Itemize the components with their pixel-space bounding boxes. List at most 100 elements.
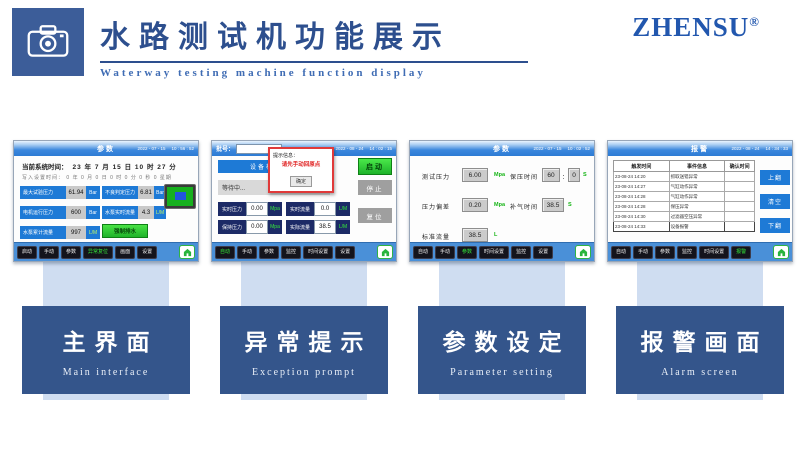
batch-label: 批号： <box>216 147 235 153</box>
sys-time-label: 当前系统时间： <box>22 164 68 171</box>
monitor-preview <box>164 184 196 209</box>
force-drain-button[interactable]: 强制排水 <box>102 224 148 238</box>
field-motor-pressure: 电机运行压力 600 Bar <box>20 206 100 219</box>
home-button[interactable] <box>773 245 789 259</box>
hmi-date: 2022 - 08 - 24 <box>731 146 760 151</box>
alarm-table-header: 触发时间 事件信息 确认时间 <box>613 160 755 172</box>
param-pressure-dev-input[interactable]: 0.20 <box>462 198 488 212</box>
hmi-title: 报警 <box>691 145 709 153</box>
hmi-title: 参数 <box>97 145 115 153</box>
label-card-params: 参数设定 Parameter setting <box>418 306 586 394</box>
card-title-cn: 参数设定 <box>442 329 571 355</box>
nav-auto-button[interactable]: 自动 <box>611 245 632 259</box>
exception-popup: 提示信息： 请先手动回原点 确定 <box>268 147 334 193</box>
alarm-row[interactable]: 23-08-24 14:28 气缸动作异常 <box>613 191 755 202</box>
param-hold-time-input2[interactable]: 0 <box>568 168 580 182</box>
reset-button[interactable]: 复位 <box>358 208 392 223</box>
param-air-time-unit: S <box>568 202 572 208</box>
param-pressure-dev-unit: Mpa <box>494 202 505 208</box>
camera-logo-box <box>12 8 84 76</box>
home-button[interactable] <box>575 245 591 259</box>
hmi-screenshot-exception: 批号： 2022 - 08 - 24 14 : 02 : 15 设备检测状态 启… <box>211 140 397 262</box>
nav-settings-button[interactable]: 设置 <box>533 245 554 259</box>
param-test-pressure-input[interactable]: 6.00 <box>462 168 488 182</box>
nav-monitor-button[interactable]: 监控 <box>677 245 698 259</box>
alarm-row[interactable]: 23-08-24 14:27 气缸动作异常 <box>613 181 755 192</box>
nav-start-button[interactable]: 启动 <box>17 245 38 259</box>
nav-settings-button[interactable]: 设置 <box>335 245 356 259</box>
nav-manual-button[interactable]: 手动 <box>435 245 456 259</box>
column-main-interface: 参数 2022 - 07 - 15 10 : 56 : 52 当前系统时间： 2… <box>13 140 199 402</box>
nav-monitor-button[interactable]: 监控 <box>511 245 532 259</box>
home-icon <box>183 248 191 256</box>
nav-params-button[interactable]: 参数 <box>259 245 280 259</box>
param-std-flow-input[interactable]: 38.5 <box>462 228 488 242</box>
sys-time-value: 23 年 7 月 15 日 10 时 27 分 <box>72 164 177 171</box>
nav-params-button[interactable]: 参数 <box>655 245 676 259</box>
card-title-en: Main interface <box>62 366 150 378</box>
param-test-pressure-label: 测试压力 <box>422 175 451 181</box>
home-button[interactable] <box>377 245 393 259</box>
nav-manual-button[interactable]: 手动 <box>633 245 654 259</box>
nav-monitor-button[interactable]: 监控 <box>281 245 302 259</box>
hmi-navbar: 自动 手动 参数 监控 时间设置 设置 <box>212 242 396 261</box>
nav-alarm-button[interactable]: 报警 <box>731 245 752 259</box>
card-title-cn: 主界面 <box>62 329 159 355</box>
hmi-titlebar: 报警 2022 - 08 - 24 14 : 34 : 33 <box>608 141 792 156</box>
param-air-time-input[interactable]: 38.5 <box>542 198 564 212</box>
field-pump-total: 水泵累计流量 997 L/M <box>20 226 100 239</box>
label-card-exception: 异常提示 Exception prompt <box>220 306 388 394</box>
nav-reset-button[interactable]: 异常复位 <box>83 245 114 259</box>
nav-time-setting-button[interactable]: 时间设置 <box>699 245 730 259</box>
param-hold-time-input[interactable]: 60 <box>542 168 560 182</box>
home-button[interactable] <box>179 245 195 259</box>
hmi-screenshot-alarm: 报警 2022 - 08 - 24 14 : 34 : 33 触发时间 事件信息… <box>607 140 793 262</box>
card-title-cn: 报警画面 <box>640 329 769 355</box>
param-hold-time-unit: S <box>583 172 587 178</box>
label-card-alarm: 报警画面 Alarm screen <box>616 306 784 394</box>
nav-settings-button[interactable]: 设置 <box>137 245 158 259</box>
card-title-en: Exception prompt <box>252 366 356 378</box>
field-max-test-pressure: 最大试验压力 61.94 Bar <box>20 186 100 199</box>
nav-manual-button[interactable]: 手动 <box>39 245 60 259</box>
hmi-navbar: 启动 手动 参数 异常复位 画面 设置 <box>14 242 198 261</box>
brand-logo: ZHENSU® <box>632 12 760 42</box>
page-up-button[interactable]: 上翻 <box>760 170 790 185</box>
hmi-date: 2022 - 07 - 15 <box>137 146 166 151</box>
nav-screen-button[interactable]: 画面 <box>115 245 136 259</box>
alarm-row[interactable]: 23-08-24 14:28 保压异常 <box>613 201 755 212</box>
alarm-row[interactable]: 23-08-24 14:20 抓取送错异常 <box>613 171 755 182</box>
hmi-body: 当前系统时间： 23 年 7 月 15 日 10 时 27 分 写入设置时间： … <box>14 156 198 242</box>
label-card-main: 主界面 Main interface <box>22 306 190 394</box>
nav-auto-button[interactable]: 自动 <box>215 245 236 259</box>
nav-time-setting-button[interactable]: 时间设置 <box>479 245 510 259</box>
nav-params-button[interactable]: 参数 <box>61 245 82 259</box>
param-std-flow-label: 标准流量 <box>422 235 451 241</box>
nav-time-setting-button[interactable]: 时间设置 <box>303 245 334 259</box>
param-std-flow-unit: L <box>494 232 498 238</box>
column-parameter-setting: 参数 2022 - 07 - 15 10 : 02 : 52 测试压力 6.00… <box>409 140 595 402</box>
start-button[interactable]: 启动 <box>358 158 392 175</box>
title-underline <box>100 61 528 63</box>
clear-button[interactable]: 清空 <box>760 194 790 209</box>
home-icon <box>381 248 389 256</box>
nav-manual-button[interactable]: 手动 <box>237 245 258 259</box>
page-down-button[interactable]: 下翻 <box>760 218 790 233</box>
column-exception-prompt: 批号： 2022 - 08 - 24 14 : 02 : 15 设备检测状态 启… <box>211 140 397 402</box>
waiting-label: 等待中... <box>222 186 246 192</box>
nav-params-button[interactable]: 参数 <box>457 245 478 259</box>
hmi-navbar: 自动 手动 参数 时间设置 监控 设置 <box>410 242 594 261</box>
hmi-title: 参数 <box>493 145 511 153</box>
popup-ok-button[interactable]: 确定 <box>289 176 312 187</box>
param-hold-time-separator: ： <box>562 175 569 181</box>
hmi-screenshot-main: 参数 2022 - 07 - 15 10 : 56 : 52 当前系统时间： 2… <box>13 140 199 262</box>
nav-auto-button[interactable]: 自动 <box>413 245 434 259</box>
stop-button[interactable]: 停止 <box>358 180 392 195</box>
param-pressure-dev-label: 压力偏差 <box>422 205 451 211</box>
hmi-date: 2022 - 07 - 15 <box>533 146 562 151</box>
alarm-row[interactable]: 23-08-24 14:30 过滤器空压异常 <box>613 211 755 222</box>
param-hold-time-label: 保压时间 <box>510 175 539 181</box>
hmi-time: 14 : 02 : 15 <box>369 146 392 151</box>
hmi-time: 10 : 56 : 52 <box>171 146 194 151</box>
alarm-row-selected[interactable]: 23-08-24 14:33 设备报警 <box>613 221 755 232</box>
